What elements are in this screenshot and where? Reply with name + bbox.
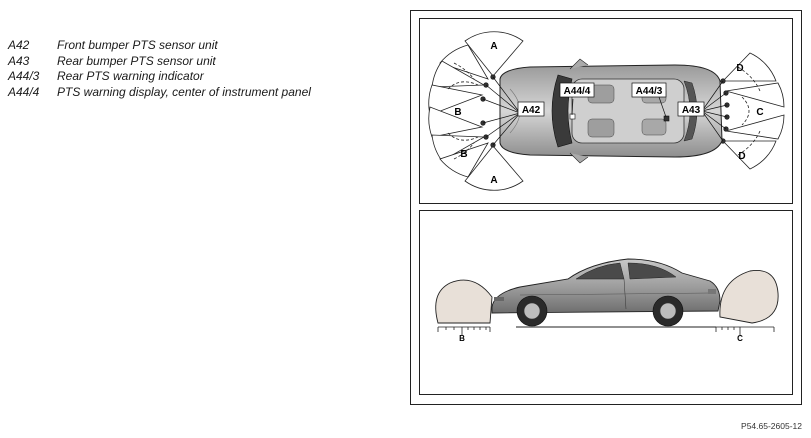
front-sensor-fan [428, 31, 524, 191]
zone-c-sector [725, 114, 785, 140]
zone-d-bottom [722, 140, 777, 170]
legend-description: Front bumper PTS sensor unit [57, 38, 218, 52]
car-side-view [491, 258, 721, 327]
top-view-diagram: A42 A43 A44/4 A44/3 A A B B C D D [428, 31, 785, 191]
figure-reference: P54.65-2605-12 [741, 421, 802, 431]
zone-label-b-left: B [454, 107, 461, 118]
rear-detection-zone [719, 270, 779, 324]
label-a44-4: A44/4 [564, 86, 591, 97]
zone-label-d-bottom: D [738, 151, 745, 162]
zone-b-sector [439, 142, 489, 178]
legend-row-a42: A42 Front bumper PTS sensor unit [8, 38, 311, 54]
callout-a44-4: A44/4 [559, 82, 595, 98]
zone-a-top [464, 31, 524, 77]
legend-code: A44/3 [8, 69, 40, 83]
legend-code: A43 [8, 53, 30, 68]
label-a44-3: A44/3 [636, 86, 663, 97]
rear-distance-scale [715, 326, 775, 335]
figure-frame: A42 A43 A44/4 A44/3 A A B B C D D [410, 10, 802, 405]
zone-label-a-top: A [490, 41, 497, 52]
zone-b-sector [439, 44, 489, 80]
front-distance-scale [437, 326, 491, 335]
top-view-panel: A42 A43 A44/4 A44/3 A A B B C D D [419, 18, 793, 204]
zone-label-c-side: C [737, 334, 743, 343]
legend-code: A42 [8, 38, 30, 52]
zone-a-bottom [464, 145, 524, 191]
legend: A42 Front bumper PTS sensor unit A43 Rea… [8, 38, 311, 100]
callout-a44-3: A44/3 [631, 82, 667, 98]
callout-a42: A42 [517, 101, 545, 117]
rear-sensor-fan [720, 52, 785, 170]
zone-label-b-lower: B [460, 149, 467, 160]
legend-row-a43: A43 Rear bumper PTS sensor unit [8, 54, 311, 70]
front-detection-zone [435, 279, 493, 324]
legend-row-a44-4: A44/4 PTS warning display, center of ins… [8, 85, 311, 101]
zone-c-sector [725, 82, 785, 108]
legend-row-a44-3: A44/3 Rear PTS warning indicator [8, 69, 311, 85]
callout-a43: A43 [677, 101, 705, 117]
legend-code: A44/4 [8, 84, 40, 99]
zone-label-c: C [756, 107, 763, 118]
legend-description: Rear PTS warning indicator [57, 69, 204, 83]
label-a42: A42 [522, 105, 541, 116]
callout-leaders [482, 76, 728, 146]
label-a43: A43 [682, 105, 701, 116]
zone-label-a-bottom: A [490, 175, 497, 186]
legend-description: Rear bumper PTS sensor unit [57, 53, 216, 68]
zone-d-top [722, 52, 777, 82]
side-view-diagram: B C [435, 258, 779, 343]
zone-label-b-side: B [459, 334, 465, 343]
side-view-panel: B C [419, 210, 793, 395]
zone-label-d-top: D [736, 63, 743, 74]
legend-description: PTS warning display, center of instrumen… [57, 84, 311, 99]
